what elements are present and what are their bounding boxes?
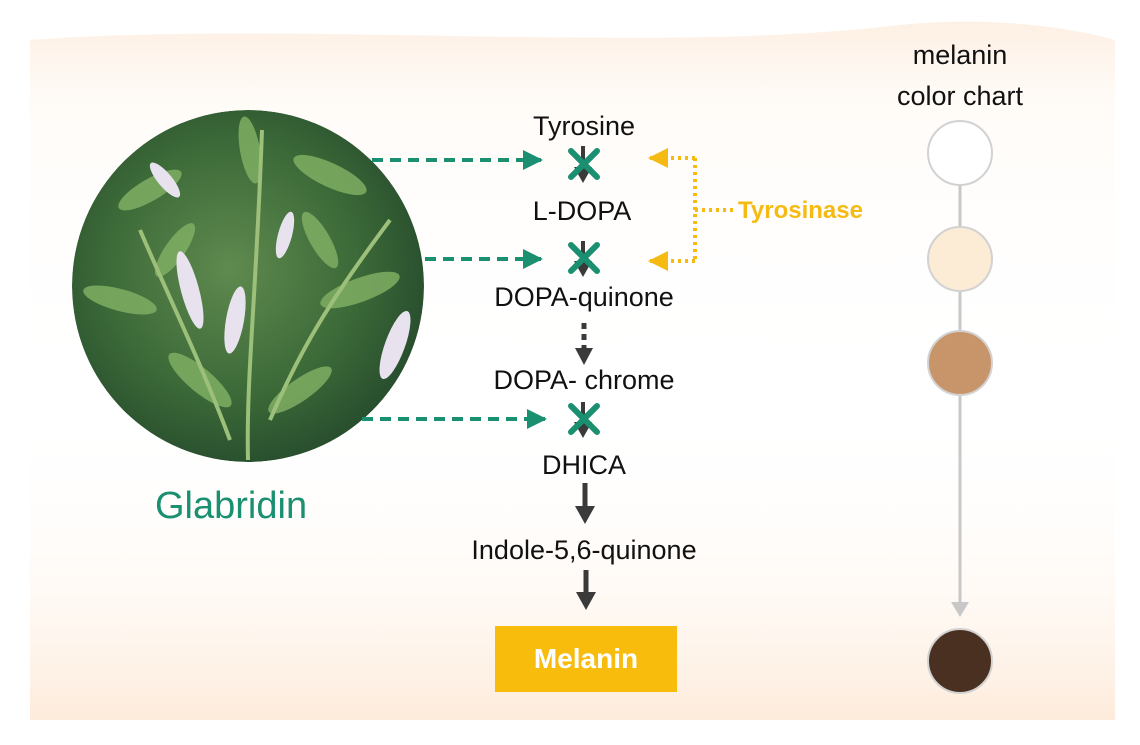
color-chart-title-line1: melanin [912,40,1008,70]
inhibition-marks [568,148,600,435]
pathway-step-l-dopa: L-DOPA [532,196,632,226]
tyrosinase-bracket [648,148,735,271]
inhibition-cross-icon [568,403,600,435]
pathway-step-dopa-quinone: DOPA-quinone [494,282,674,312]
color-swatch-1 [927,120,993,186]
color-chart-title-line2: color chart [896,81,1024,111]
color-swatch-2 [927,226,993,292]
plant-caption: Glabridin [155,485,308,527]
pathway-step-dopachrome: DOPA- chrome [493,365,675,395]
color-swatch-3 [927,330,993,396]
licorice-plant-photo [72,110,424,462]
pathway-step-tyrosine: Tyrosine [532,111,636,141]
inhibition-cross-icon [568,242,600,274]
color-swatch-4 [927,628,993,694]
inhibition-arrows [362,150,547,429]
pathway-step-dhica: DHICA [541,450,627,480]
enzyme-label: Tyrosinase [738,197,863,224]
pathway-step-indole-quinone: Indole-5,6-quinone [471,535,697,565]
product-melanin-label: Melanin [533,643,639,674]
color-chart-arrowhead [951,602,969,617]
product-melanin-box: Melanin [495,626,677,692]
inhibition-cross-icon [568,148,600,180]
